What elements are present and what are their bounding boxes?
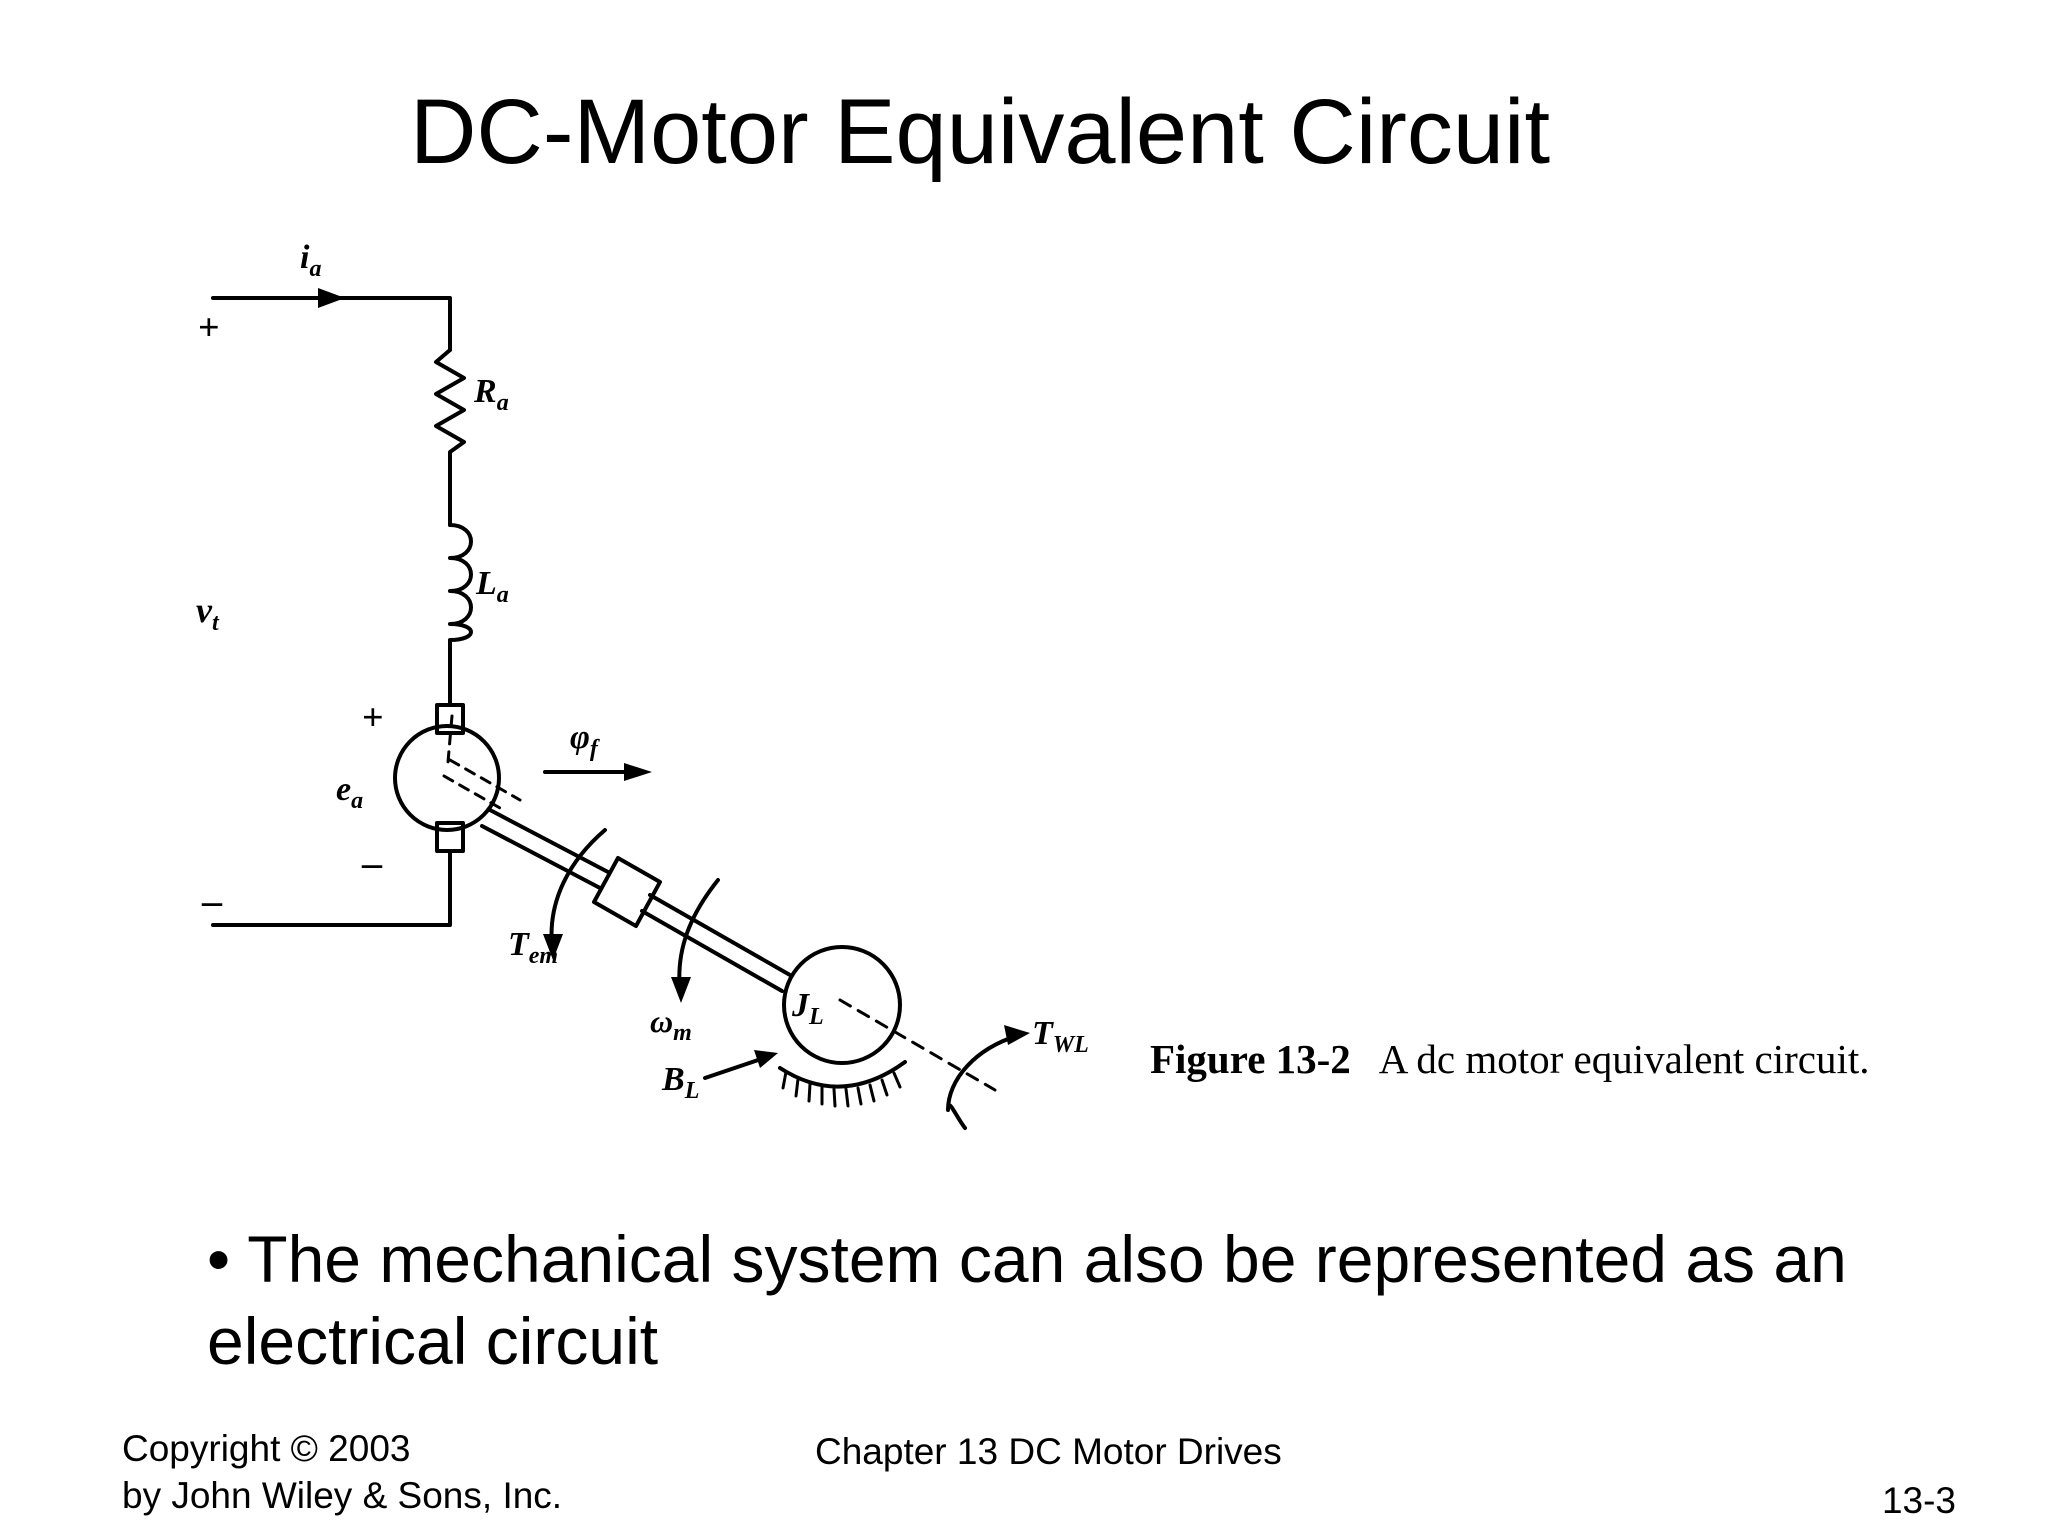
tem-arrowhead xyxy=(543,934,563,960)
figure-caption: Figure 13-2 A dc motor equivalent circuit… xyxy=(1150,1030,1910,1088)
copyright-line-1: Copyright © 2003 xyxy=(122,1428,411,1469)
load-inertia-circle xyxy=(782,945,902,1065)
label-tem: Tem xyxy=(508,926,558,969)
figure-caption-text: A dc motor equivalent circuit. xyxy=(1378,1036,1870,1082)
bullet-point: • The mechanical system can also be repr… xyxy=(207,1218,1927,1382)
slide-title: DC-Motor Equivalent Circuit xyxy=(409,81,1551,183)
wm-arrow-curve xyxy=(677,878,720,992)
label-vt: vt xyxy=(196,590,220,636)
twl-arrow-curve xyxy=(946,1033,1022,1130)
axis-dash-1 xyxy=(448,758,522,802)
label-jl: JL xyxy=(791,987,824,1030)
bullet-marker: • xyxy=(207,1222,231,1296)
label-minus-motor: – xyxy=(361,840,383,885)
shaft-lower-2 xyxy=(640,909,784,993)
label-minus-bottom: – xyxy=(201,878,223,923)
label-plus-top: + xyxy=(198,307,220,349)
bottom-wire xyxy=(211,849,452,927)
shaft-upper xyxy=(488,808,610,874)
axis-dash-2 xyxy=(442,774,502,810)
label-bl: BL xyxy=(661,1061,699,1104)
label-la: La xyxy=(475,565,509,608)
armature-circle xyxy=(393,724,501,832)
wm-arrowhead xyxy=(671,977,691,1003)
axis-dash-4 xyxy=(838,998,997,1092)
friction-hatch xyxy=(781,1070,902,1108)
tem-arrow-curve xyxy=(549,828,607,947)
top-wire xyxy=(211,296,452,352)
coupling xyxy=(592,856,662,928)
bullet-text: The mechanical system can also be repres… xyxy=(207,1222,1847,1378)
label-ea: ea xyxy=(336,771,363,814)
label-ra: Ra xyxy=(473,373,509,416)
label-twl: TWL xyxy=(1032,1015,1089,1058)
friction-arc xyxy=(778,1060,907,1089)
footer-page-number: 13-3 xyxy=(1881,1480,1956,1521)
footer-chapter: Chapter 13 DC Motor Drives xyxy=(815,1431,1282,1472)
bl-arrowhead xyxy=(754,1050,778,1068)
copyright-line-2: by John Wiley & Sons, Inc. xyxy=(122,1475,563,1516)
figure-number: Figure 13-2 xyxy=(1150,1036,1351,1082)
shaft-upper-2 xyxy=(648,893,792,977)
phif-arrowhead xyxy=(624,763,652,781)
footer-copyright: Copyright © 2003 by John Wiley & Sons, I… xyxy=(122,1425,562,1519)
ia-arrowhead xyxy=(318,288,345,308)
inductor-la xyxy=(448,523,473,707)
axis-dash-3 xyxy=(446,714,454,764)
twl-arrowhead xyxy=(1004,1025,1030,1045)
label-phif: φf xyxy=(570,719,600,762)
label-wm: ωm xyxy=(650,1003,692,1046)
resistor-ra xyxy=(434,348,466,527)
label-ia: ia xyxy=(300,239,321,282)
shaft-lower xyxy=(480,824,602,890)
label-plus-motor: + xyxy=(362,697,384,739)
